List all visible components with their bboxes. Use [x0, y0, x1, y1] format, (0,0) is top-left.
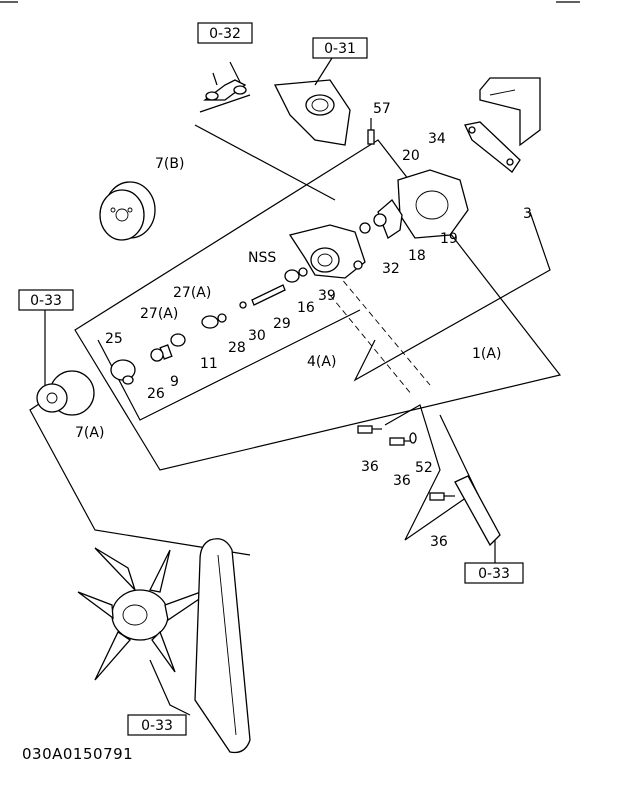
svg-text:0-32: 0-32 — [209, 26, 241, 42]
water-pump-body-part — [288, 222, 371, 279]
svg-text:0-33: 0-33 — [30, 293, 62, 309]
leader-0-32 — [194, 124, 336, 201]
leader-bolt-group — [384, 404, 471, 541]
label-16: 16 — [297, 300, 315, 316]
label-57: 57 — [373, 101, 391, 117]
label-36-c: 36 — [430, 534, 448, 550]
label-11: 11 — [200, 356, 218, 372]
label-20: 20 — [402, 148, 420, 164]
label-27a-lower: 27(A) — [140, 306, 178, 322]
label-1a: 1(A) — [472, 346, 501, 362]
ref-box-0-32[interactable]: 0-32 — [197, 22, 253, 44]
label-19: 19 — [440, 231, 458, 247]
label-29: 29 — [273, 316, 291, 332]
adjuster-bracket-part — [454, 475, 501, 547]
subassembly-4a-outline — [353, 211, 551, 382]
label-27a-upper: 27(A) — [173, 285, 211, 301]
leader-0-33-bottom — [149, 659, 191, 716]
label-9: 9 — [170, 374, 179, 390]
bolts-36-part — [357, 425, 455, 501]
pulley-7a-part — [36, 370, 95, 416]
label-4a: 4(A) — [307, 354, 336, 370]
leader-hose — [199, 94, 251, 113]
label-36-a: 36 — [361, 459, 379, 475]
label-32: 32 — [382, 261, 400, 277]
label-7a: 7(A) — [75, 425, 104, 441]
label-52: 52 — [415, 460, 433, 476]
label-25: 25 — [105, 331, 123, 347]
label-26: 26 — [147, 386, 165, 402]
label-18: 18 — [408, 248, 426, 264]
svg-text:0-33: 0-33 — [478, 566, 510, 582]
svg-text:0-31: 0-31 — [324, 41, 356, 57]
gasket-20-part — [397, 169, 469, 239]
label-34: 34 — [428, 131, 446, 147]
label-7b: 7(B) — [155, 156, 184, 172]
ref-box-0-33-right[interactable]: 0-33 — [464, 562, 524, 584]
ref-box-0-33-bottom[interactable]: 0-33 — [127, 714, 187, 736]
engine-block-part — [479, 77, 541, 147]
pulley-7b-part — [99, 181, 156, 241]
impeller-18-part — [373, 199, 403, 239]
label-36-b: 36 — [393, 473, 411, 489]
assembly-frame — [74, 139, 562, 471]
label-3: 3 — [523, 206, 532, 222]
drawing-code: 030A0150791 — [22, 745, 133, 763]
label-28: 28 — [228, 340, 246, 356]
bolt-57-part — [367, 118, 375, 145]
shaft-assembly-part — [110, 267, 308, 385]
center-line-2 — [329, 294, 413, 396]
ref-box-0-31[interactable]: 0-31 — [312, 37, 368, 59]
bracket-34-part — [464, 121, 521, 173]
label-39: 39 — [318, 288, 336, 304]
svg-text:0-33: 0-33 — [141, 718, 173, 734]
thermostat-housing-part — [273, 57, 351, 146]
fan-belt-part — [194, 538, 251, 754]
label-30: 30 — [248, 328, 266, 344]
leader-fan-group — [29, 399, 251, 556]
hose-part — [203, 61, 247, 101]
label-nss: NSS — [248, 250, 276, 266]
ref-box-0-33-left[interactable]: 0-33 — [18, 289, 74, 311]
